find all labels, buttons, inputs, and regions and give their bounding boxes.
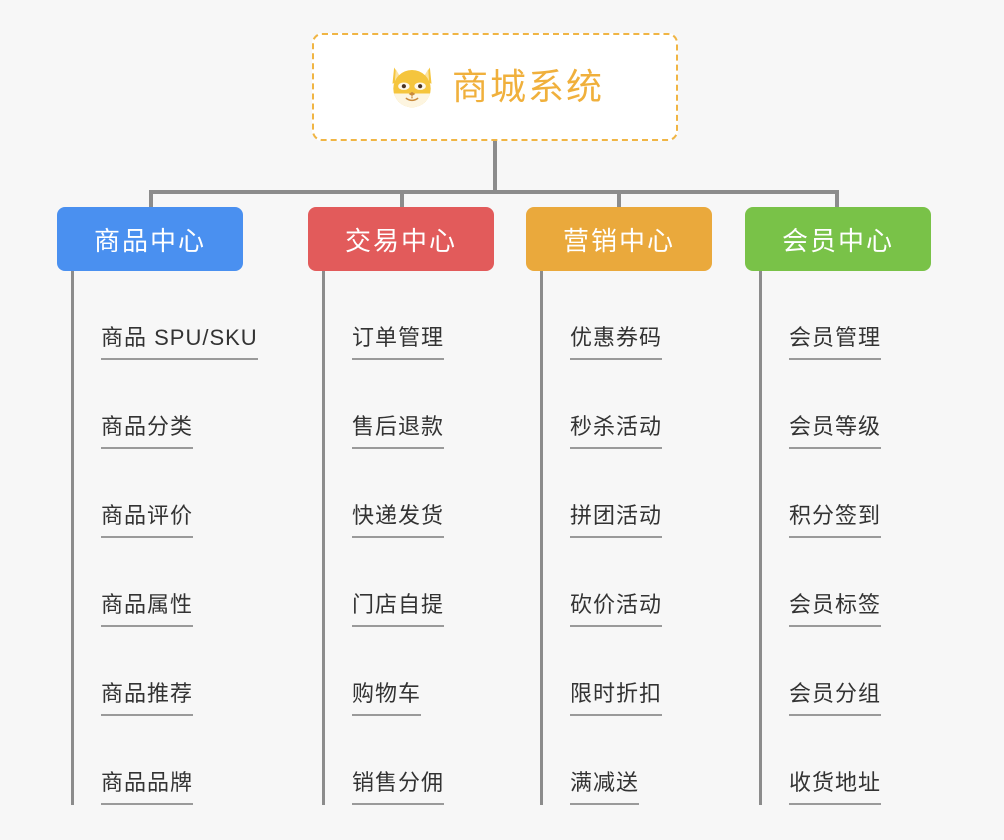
list-item[interactable]: 购物车 [322,627,532,716]
list-item-label: 门店自提 [352,594,445,627]
list-item-label: 销售分佣 [352,772,445,805]
list-item[interactable]: 售后退款 [322,360,532,449]
root-title: 商城系统 [451,66,604,107]
list-item[interactable]: 会员等级 [759,360,969,449]
column-spine-2 [540,271,543,805]
branch-column-2: 优惠券码 秒杀活动 拼团活动 砍价活动 限时折扣 满减送 [540,271,750,805]
connector-horizontal-bus [149,190,839,194]
list-item-label: 积分签到 [789,505,882,538]
list-item-label: 商品评价 [101,505,194,538]
list-item[interactable]: 满减送 [540,716,750,805]
connector-drop-2 [400,190,404,210]
list-item[interactable]: 拼团活动 [540,449,750,538]
branch-header-0[interactable]: 商品中心 [57,207,243,271]
list-item-label: 满减送 [570,772,640,805]
list-item-label: 限时折扣 [570,683,663,716]
list-item[interactable]: 商品品牌 [71,716,301,805]
branch-column-0: 商品 SPU/SKU 商品分类 商品评价 商品属性 商品推荐 商品品牌 [71,271,301,805]
branch-header-3[interactable]: 会员中心 [745,207,931,271]
list-item[interactable]: 订单管理 [322,271,532,360]
shiba-dog-icon [392,67,432,108]
branch-header-label-2: 营销中心 [562,225,675,256]
list-item[interactable]: 商品分类 [71,360,301,449]
list-item-label: 会员管理 [789,327,882,360]
list-item[interactable]: 门店自提 [322,538,532,627]
list-item[interactable]: 商品评价 [71,449,301,538]
list-item-label: 收货地址 [789,772,882,805]
list-item[interactable]: 商品 SPU/SKU [71,271,301,360]
list-item[interactable]: 会员管理 [759,271,969,360]
list-item[interactable]: 收货地址 [759,716,969,805]
list-item-label: 商品分类 [101,416,194,449]
list-item-label: 商品品牌 [101,772,194,805]
branch-header-label-1: 交易中心 [344,225,457,256]
connector-drop-1 [149,190,153,210]
list-item-label: 会员等级 [789,416,882,449]
column-spine-1 [322,271,325,805]
connector-drop-3 [617,190,621,210]
list-item-label: 订单管理 [352,327,445,360]
list-item-label: 砍价活动 [570,594,663,627]
list-item[interactable]: 积分签到 [759,449,969,538]
column-spine-3 [759,271,762,805]
list-item-label: 售后退款 [352,416,445,449]
list-item[interactable]: 限时折扣 [540,627,750,716]
column-spine-0 [71,271,74,805]
list-item-label: 购物车 [352,683,422,716]
list-item[interactable]: 商品属性 [71,538,301,627]
branch-column-3: 会员管理 会员等级 积分签到 会员标签 会员分组 收货地址 [759,271,969,805]
list-item[interactable]: 销售分佣 [322,716,532,805]
connector-drop-4 [835,190,839,210]
list-item-label: 会员分组 [789,683,882,716]
list-item-label: 会员标签 [789,594,882,627]
list-item[interactable]: 快递发货 [322,449,532,538]
list-item-label: 优惠券码 [570,327,663,360]
list-item[interactable]: 商品推荐 [71,627,301,716]
list-item[interactable]: 砍价活动 [540,538,750,627]
list-item[interactable]: 会员标签 [759,538,969,627]
list-item-label: 商品推荐 [101,683,194,716]
list-item-label: 商品 SPU/SKU [101,327,258,360]
connector-stem-root [493,141,497,193]
branch-header-label-0: 商品中心 [93,225,206,256]
branch-header-label-3: 会员中心 [781,225,894,256]
root-node[interactable]: 商城系统 [312,33,678,141]
list-item[interactable]: 会员分组 [759,627,969,716]
branch-header-1[interactable]: 交易中心 [308,207,494,271]
list-item[interactable]: 优惠券码 [540,271,750,360]
list-item-label: 秒杀活动 [570,416,663,449]
list-item-label: 商品属性 [101,594,194,627]
list-item[interactable]: 秒杀活动 [540,360,750,449]
branch-column-1: 订单管理 售后退款 快递发货 门店自提 购物车 销售分佣 [322,271,532,805]
list-item-label: 拼团活动 [570,505,663,538]
list-item-label: 快递发货 [352,505,445,538]
branch-header-2[interactable]: 营销中心 [526,207,712,271]
